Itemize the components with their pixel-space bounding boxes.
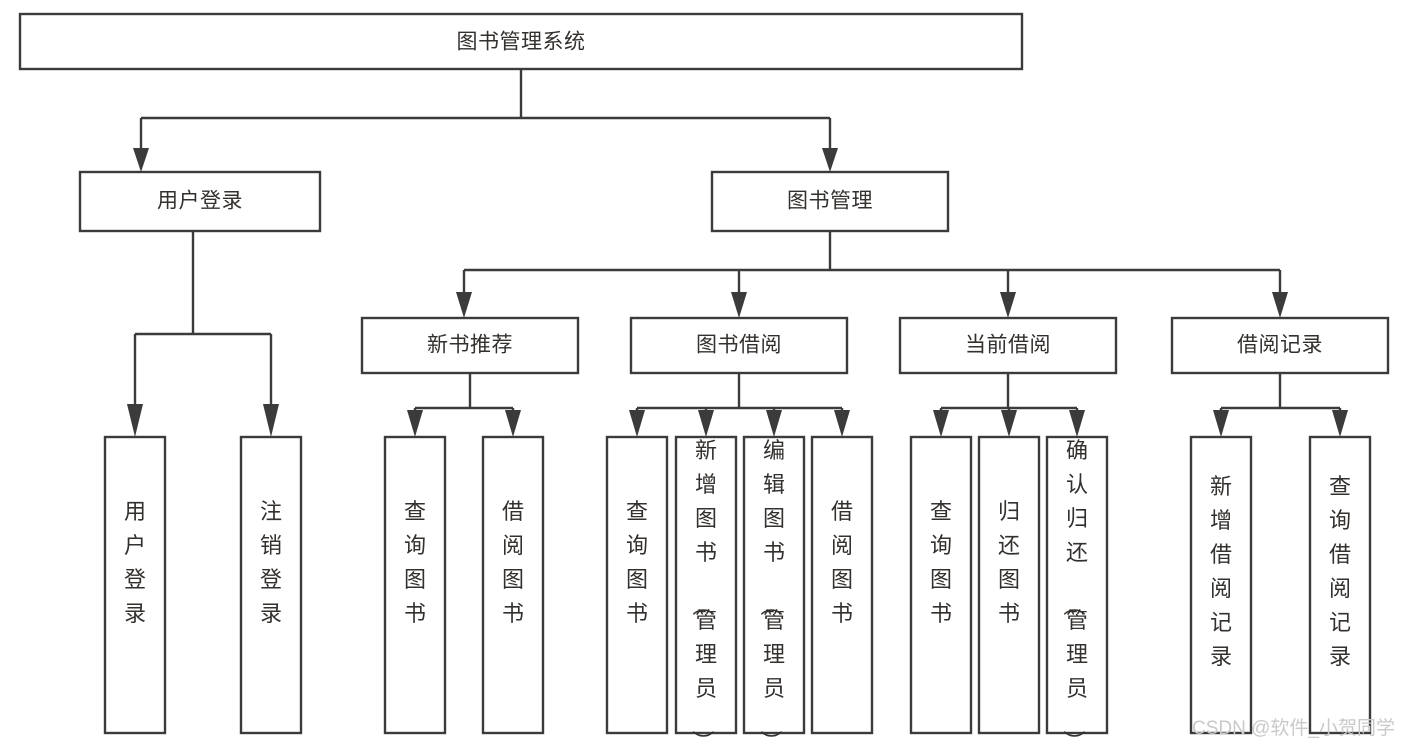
node-leaf-query-book-1[interactable]: 查询图书: [383, 435, 447, 735]
node-leaf-user-logout-label: 注销登录: [260, 499, 282, 626]
node-leaf-user-logout[interactable]: 注销登录: [239, 435, 303, 735]
node-borrow-record[interactable]: 借阅记录: [1170, 316, 1390, 375]
node-leaf-query-book-2[interactable]: 查询图书: [605, 435, 669, 735]
node-leaf-add-record-box[interactable]: [1189, 435, 1253, 735]
node-book-management-box[interactable]: [710, 170, 950, 233]
node-leaf-edit-book-box[interactable]: [742, 435, 806, 735]
node-book-borrow-box[interactable]: [629, 316, 849, 375]
node-leaf-edit-book-label: 编辑图书（管理员）: [758, 438, 785, 747]
node-current-borrow-label: 当前借阅: [965, 334, 1051, 357]
node-leaf-borrow-book-2-box[interactable]: [810, 435, 874, 735]
node-leaf-add-book-box[interactable]: [674, 435, 738, 735]
csdn-watermark: CSDN @软件_小贺同学: [1192, 717, 1395, 739]
node-root[interactable]: 图书管理系统: [18, 12, 1024, 71]
node-leaf-add-record-label: 新增借阅记录: [1210, 474, 1232, 669]
node-root-label: 图书管理系统: [457, 31, 586, 54]
node-new-book-recommend-label: 新书推荐: [427, 334, 513, 357]
arrow-head-leaf-add-record: [1213, 410, 1229, 437]
node-new-book-recommend[interactable]: 新书推荐: [360, 316, 580, 375]
node-current-borrow[interactable]: 当前借阅: [898, 316, 1118, 375]
arrow-head-leaf-user-logout: [263, 404, 279, 437]
node-new-book-recommend-box[interactable]: [360, 316, 580, 375]
node-leaf-edit-book[interactable]: 编辑图书（管理员）: [742, 435, 806, 747]
node-leaf-return-book-label: 归还图书: [998, 499, 1020, 626]
node-leaf-query-record-label: 查询借阅记录: [1329, 474, 1351, 669]
node-book-borrow[interactable]: 图书借阅: [629, 316, 849, 375]
arrow-head-book-management: [822, 148, 838, 172]
node-leaf-confirm-return-label: 确认归还（管理员）: [1061, 438, 1088, 747]
node-leaf-confirm-return-box[interactable]: [1045, 435, 1109, 735]
arrow-head-leaf-user-login: [127, 404, 143, 437]
node-leaf-query-book-3[interactable]: 查询图书: [909, 435, 973, 735]
node-leaf-borrow-book-1[interactable]: 借阅图书: [481, 435, 545, 735]
node-leaf-query-record[interactable]: 查询借阅记录: [1308, 435, 1372, 735]
arrow-head-leaf-query-book-3: [933, 410, 949, 437]
connector-layer: [127, 69, 1348, 437]
arrow-head-book-borrow: [731, 292, 747, 318]
node-leaf-add-book[interactable]: 新增图书（管理员）: [674, 435, 738, 747]
node-root-box[interactable]: [18, 12, 1024, 71]
node-leaf-query-book-3-box[interactable]: [909, 435, 973, 735]
node-book-management-label: 图书管理: [787, 190, 873, 213]
node-leaf-return-book-box[interactable]: [977, 435, 1041, 735]
node-leaf-add-record[interactable]: 新增借阅记录: [1189, 435, 1253, 735]
arrow-head-leaf-query-record: [1332, 410, 1348, 437]
arrow-head-user-login: [133, 148, 149, 172]
arrow-head-leaf-borrow-book-1: [505, 410, 521, 437]
node-leaf-borrow-book-2-label: 借阅图书: [831, 499, 853, 626]
node-leaf-query-book-1-label: 查询图书: [404, 499, 426, 626]
node-leaf-user-login[interactable]: 用户登录: [103, 435, 167, 735]
node-leaf-user-logout-box[interactable]: [239, 435, 303, 735]
node-leaf-borrow-book-1-box[interactable]: [481, 435, 545, 735]
node-leaf-user-login-box[interactable]: [103, 435, 167, 735]
node-leaf-return-book[interactable]: 归还图书: [977, 435, 1041, 735]
node-current-borrow-box[interactable]: [898, 316, 1118, 375]
arrow-head-borrow-record: [1272, 292, 1288, 318]
node-book-management[interactable]: 图书管理: [710, 170, 950, 233]
arrow-head-new-book-recommend: [456, 292, 472, 318]
node-book-borrow-label: 图书借阅: [696, 334, 782, 357]
node-leaf-confirm-return[interactable]: 确认归还（管理员）: [1045, 435, 1109, 747]
arrow-head-leaf-edit-book: [766, 410, 782, 437]
arrow-head-leaf-borrow-book-2: [834, 410, 850, 437]
arrow-head-leaf-query-book-2: [629, 410, 645, 437]
arrow-head-leaf-add-book: [698, 410, 714, 437]
node-leaf-query-book-2-label: 查询图书: [626, 499, 648, 626]
node-borrow-record-box[interactable]: [1170, 316, 1390, 375]
arrow-head-current-borrow: [1000, 292, 1016, 318]
node-borrow-record-label: 借阅记录: [1237, 334, 1323, 357]
node-leaf-query-record-box[interactable]: [1308, 435, 1372, 735]
arrow-head-leaf-return-book: [1001, 410, 1017, 437]
node-leaf-add-book-label: 新增图书（管理员）: [690, 438, 717, 747]
node-leaf-borrow-book-1-label: 借阅图书: [502, 499, 524, 626]
node-leaf-query-book-1-box[interactable]: [383, 435, 447, 735]
node-leaf-borrow-book-2[interactable]: 借阅图书: [810, 435, 874, 735]
arrow-head-leaf-confirm-return: [1069, 410, 1085, 437]
node-user-login-label: 用户登录: [157, 190, 243, 213]
arrow-head-leaf-query-book-1: [407, 410, 423, 437]
node-user-login[interactable]: 用户登录: [78, 170, 322, 233]
node-user-login-box[interactable]: [78, 170, 322, 233]
node-leaf-user-login-label: 用户登录: [124, 499, 146, 626]
node-leaf-query-book-2-box[interactable]: [605, 435, 669, 735]
node-leaf-query-book-3-label: 查询图书: [930, 499, 952, 626]
